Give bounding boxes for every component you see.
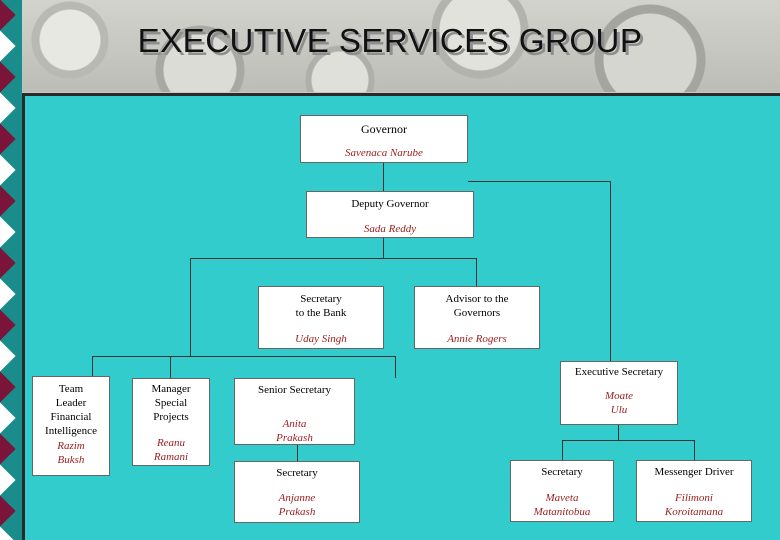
connector-team-leader-drop (92, 356, 93, 376)
strip-diamond (0, 92, 16, 124)
connector-branch-left-drop (190, 258, 191, 356)
manager-role-line1: Manager (151, 383, 191, 395)
secretary-bank-name: Uday Singh (295, 333, 347, 345)
manager-role-line3: Projects (153, 411, 189, 423)
connector-exec-branch (562, 440, 694, 441)
connector-secretary-right-drop (562, 440, 563, 460)
team-leader-role-line4: Intelligence (45, 425, 97, 437)
team-leader-role-line2: Leader (55, 397, 87, 409)
advisor-name: Annie Rogers (447, 333, 507, 345)
team-leader-name-line2: Buksh (57, 454, 85, 466)
manager-special-projects-box: Manager Special Projects Reanu Ramani (132, 378, 210, 466)
governor-name: Savenaca Narube (345, 147, 423, 159)
connector-senior-drop (395, 356, 396, 378)
manager-role-line2: Special (154, 397, 188, 409)
senior-secretary-role: Senior Secretary (258, 384, 331, 396)
advisor-role-line1: Advisor to the (445, 293, 509, 305)
coin-background-header (0, 0, 780, 92)
deputy-governor-name: Sada Reddy (363, 223, 417, 235)
secretary-bank-role-line1: Secretary (300, 293, 342, 305)
team-leader-role-line3: Financial (50, 411, 92, 423)
manager-name-line1: Reanu (156, 437, 186, 449)
executive-secretary-role: Executive Secretary (574, 366, 664, 378)
connector-deputy-down (383, 238, 384, 258)
connector-governor-to-right (468, 181, 610, 182)
secretary-left-name-line2: Prakash (278, 506, 316, 518)
page-title-shadow: EXECUTIVE SERVICES GROUP (140, 25, 646, 62)
messenger-driver-name-line1: Filimoni (675, 492, 713, 504)
strip-diamond (0, 402, 16, 434)
page-title: EXECUTIVE SERVICES GROUP (137, 22, 643, 59)
strip-diamond (0, 61, 16, 93)
team-leader-box: Team Leader Financial Intelligence Razim… (32, 376, 110, 476)
strip-diamond (0, 185, 16, 217)
executive-secretary-name-line2: Ulu (610, 404, 628, 416)
strip-diamond (0, 309, 16, 341)
connector-senior-to-secretary (297, 445, 298, 461)
connector-advisor-drop (476, 258, 477, 286)
deputy-governor-box: Deputy Governor Sada Reddy (306, 191, 474, 238)
connector-messenger-drop (694, 440, 695, 460)
executive-secretary-name-line1: Moate (604, 390, 634, 402)
connector-manager-drop (170, 356, 171, 378)
secretary-left-name-line1: Anjanne (278, 492, 316, 504)
secretary-bank-role-line2: to the Bank (295, 307, 347, 319)
messenger-driver-name-line2: Koroitamana (664, 506, 724, 518)
secretary-left-box: Secretary Anjanne Prakash (234, 461, 360, 523)
connector-exec-down (618, 425, 619, 440)
team-leader-role-line1: Team (58, 383, 84, 395)
strip-diamond (0, 340, 16, 372)
strip-diamond (0, 216, 16, 248)
deputy-governor-role: Deputy Governor (351, 198, 429, 210)
secretary-bank-box: Secretary to the Bank Uday Singh (258, 286, 384, 349)
strip-diamond (0, 371, 16, 403)
secretary-right-role: Secretary (541, 466, 583, 478)
connector-deputy-branch (190, 258, 476, 259)
connector-governor-deputy (383, 163, 384, 191)
senior-secretary-name-line2: Prakash (276, 432, 313, 444)
senior-secretary-box: Senior Secretary Anita Prakash (234, 378, 355, 445)
strip-diamond (0, 495, 16, 527)
connector-right-vertical (610, 181, 611, 361)
strip-diamond (0, 0, 16, 31)
manager-name-line2: Ramani (153, 451, 189, 463)
strip-diamond (0, 526, 16, 540)
strip-diamond (0, 433, 16, 465)
team-leader-name-line1: Razim (57, 440, 85, 452)
secretary-left-role: Secretary (276, 467, 318, 479)
secretary-right-box: Secretary Maveta Matanitobua (510, 460, 614, 522)
governor-role: Governor (361, 122, 407, 136)
secretary-right-name-line1: Maveta (545, 492, 579, 504)
strip-diamond (0, 464, 16, 496)
messenger-driver-role: Messenger Driver (654, 466, 734, 478)
strip-diamond (0, 247, 16, 279)
senior-secretary-name-line1: Anita (282, 418, 307, 430)
strip-diamond (0, 30, 16, 62)
messenger-driver-box: Messenger Driver Filimoni Koroitamana (636, 460, 752, 522)
advisor-role-line2: Governors (453, 307, 501, 319)
strip-diamond (0, 123, 16, 155)
governor-box: Governor Savenaca Narube (300, 115, 468, 163)
strip-diamond (0, 154, 16, 186)
decorative-left-strip (0, 0, 22, 540)
executive-secretary-box: Executive Secretary Moate Ulu (560, 361, 678, 425)
connector-left-branch (92, 356, 395, 357)
strip-diamond (0, 278, 16, 310)
secretary-right-name-line2: Matanitobua (533, 506, 591, 518)
advisor-box: Advisor to the Governors Annie Rogers (414, 286, 540, 349)
